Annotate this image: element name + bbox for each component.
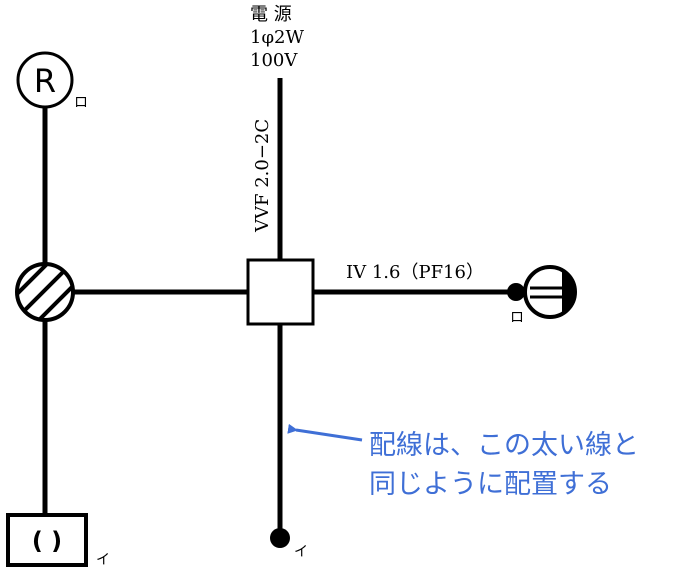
switch-symbol bbox=[6, 513, 88, 567]
power-source-phase: 1φ2W bbox=[250, 27, 305, 48]
connection-dot-bottom bbox=[270, 528, 290, 548]
annotation-line-2: 同じように配置する bbox=[369, 469, 612, 500]
iv-cable-label: IV 1.6（PF16） bbox=[346, 262, 484, 283]
receptacle-symbol bbox=[16, 51, 74, 109]
marker-i-bottom-center: イ bbox=[294, 544, 308, 560]
annotation-line-1: 配線は、この太い線と bbox=[369, 430, 639, 461]
vvf-cable-label: VVF 2.0−2C bbox=[252, 119, 273, 233]
outlet-symbol bbox=[523, 265, 577, 319]
switch-text: ( ) bbox=[32, 527, 62, 555]
annotation-arrow bbox=[287, 423, 363, 442]
junction-box bbox=[246, 258, 315, 326]
marker-ro-top: ロ bbox=[74, 95, 88, 111]
power-source-voltage: 100V bbox=[250, 50, 298, 71]
connection-dot-right bbox=[507, 283, 525, 301]
receptacle-letter: R bbox=[34, 62, 56, 100]
power-source-label: 電 源 bbox=[250, 4, 292, 25]
marker-ro-right: ロ bbox=[510, 310, 524, 326]
marker-i-bottom-left: イ bbox=[96, 552, 110, 568]
